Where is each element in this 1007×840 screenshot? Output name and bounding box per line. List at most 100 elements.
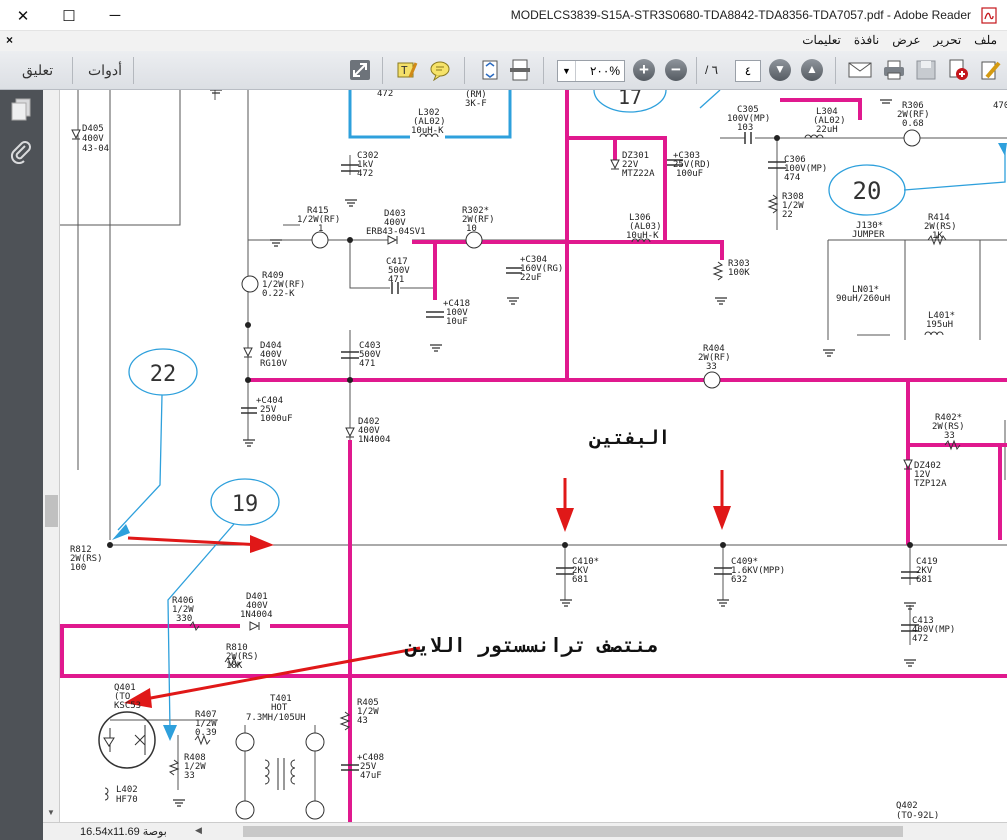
- svg-text:R303: R303: [728, 259, 750, 269]
- svg-text:100uF: 100uF: [676, 169, 703, 179]
- svg-text:400V: 400V: [384, 218, 406, 228]
- zoom-in-icon[interactable]: +: [632, 58, 656, 82]
- chevron-down-icon[interactable]: ▼: [558, 61, 576, 81]
- horizontal-scroll-thumb[interactable]: [243, 826, 903, 837]
- svg-text:D405: D405: [82, 124, 104, 134]
- print-icon[interactable]: [882, 58, 906, 82]
- svg-text:C410*: C410*: [572, 557, 599, 567]
- svg-text:10uH-K: 10uH-K: [411, 126, 444, 136]
- label-R402: R402*2W(RS)33: [932, 413, 965, 441]
- svg-text:C306: C306: [784, 155, 806, 165]
- label-LN01: LN01*90uH/260uH: [836, 285, 890, 304]
- close-document-button[interactable]: ×: [6, 33, 14, 47]
- email-icon[interactable]: [848, 58, 872, 82]
- svg-text:R415: R415: [307, 206, 329, 216]
- svg-text:+C304: +C304: [520, 255, 547, 265]
- svg-text:3K-F: 3K-F: [465, 99, 487, 109]
- attachments-icon[interactable]: [10, 140, 32, 169]
- pdf-app-icon: [981, 7, 997, 24]
- svg-text:33: 33: [184, 771, 195, 781]
- label-L302: L302(AL02)10uH-K: [411, 108, 446, 136]
- svg-text:1kV: 1kV: [357, 160, 374, 170]
- svg-text:R812: R812: [70, 545, 92, 555]
- menu-view[interactable]: عرض: [892, 33, 921, 47]
- svg-text:0.22-K: 0.22-K: [262, 289, 295, 299]
- svg-text:C403: C403: [359, 341, 381, 351]
- svg-text:(AL02): (AL02): [413, 117, 446, 127]
- svg-text:43-04: 43-04: [82, 144, 109, 154]
- svg-text:1/2W: 1/2W: [184, 762, 206, 772]
- tools-pane-button[interactable]: أدوات: [88, 62, 122, 78]
- svg-text:1N4004: 1N4004: [358, 435, 391, 445]
- previous-page-icon[interactable]: ▲: [800, 58, 824, 82]
- svg-text:632: 632: [731, 575, 747, 585]
- page-number-input[interactable]: ٤: [735, 60, 761, 82]
- zoom-value: ٢٠٠%: [589, 64, 620, 78]
- svg-text:400V: 400V: [246, 601, 268, 611]
- create-pdf-icon[interactable]: [946, 58, 970, 82]
- comment-pane-button[interactable]: تعليق: [22, 62, 54, 78]
- scroll-left-icon[interactable]: ◀: [195, 825, 202, 835]
- scroll-down-icon[interactable]: ▼: [47, 808, 55, 817]
- svg-text:DZ402: DZ402: [914, 461, 941, 471]
- svg-text:100: 100: [70, 563, 86, 573]
- label-line-transistor: منتصف ترانسستور اللاين: [405, 633, 659, 657]
- maximize-icon[interactable]: ☐: [62, 7, 76, 25]
- scroll-mode-icon[interactable]: [508, 58, 532, 82]
- menu-window[interactable]: نافذة: [853, 33, 880, 47]
- svg-text:+C408: +C408: [357, 753, 384, 763]
- svg-text:25V(RD): 25V(RD): [673, 160, 711, 170]
- label-L304: L304(AL02)22uH: [813, 107, 846, 135]
- close-icon[interactable]: ✕: [16, 7, 30, 25]
- svg-text:1.6KV(MPP): 1.6KV(MPP): [731, 566, 785, 576]
- zoom-select[interactable]: ▼ ٢٠٠%: [557, 60, 625, 82]
- next-page-icon[interactable]: ▼: [768, 58, 792, 82]
- sticky-note-icon[interactable]: [428, 58, 452, 82]
- svg-text:472: 472: [912, 634, 928, 644]
- svg-text:400V(MP): 400V(MP): [912, 625, 955, 635]
- svg-text:R405: R405: [357, 698, 379, 708]
- fullscreen-icon[interactable]: [348, 58, 372, 82]
- svg-text:2W(RS): 2W(RS): [226, 652, 259, 662]
- horizontal-scrollbar[interactable]: ◀: [193, 825, 1007, 838]
- window-title: MODELCS3839-S15A-STR3S0680-TDA8842-TDA83…: [510, 8, 971, 22]
- svg-text:100V: 100V: [446, 308, 468, 318]
- save-icon[interactable]: [914, 58, 938, 82]
- vertical-scrollbar[interactable]: ▼: [43, 90, 60, 822]
- svg-text:Q402: Q402: [896, 801, 918, 811]
- svg-text:160V(RG): 160V(RG): [520, 264, 563, 274]
- svg-text:(AL03): (AL03): [629, 222, 662, 232]
- minimize-icon[interactable]: ─: [109, 7, 121, 24]
- svg-text:R308: R308: [782, 192, 804, 202]
- fit-page-icon[interactable]: [478, 58, 502, 82]
- svg-text:Q401: Q401: [114, 683, 136, 693]
- zoom-out-icon[interactable]: −: [664, 58, 688, 82]
- svg-text:C413: C413: [912, 616, 934, 626]
- svg-text:R306: R306: [902, 101, 924, 111]
- menu-edit[interactable]: تحرير: [933, 33, 962, 47]
- label-Q402: Q402(TO-92L): [896, 801, 939, 821]
- vertical-scroll-thumb[interactable]: [45, 495, 58, 527]
- pages-panel-icon[interactable]: [10, 98, 32, 127]
- menu-help[interactable]: تعليمات: [802, 33, 841, 47]
- menu-file[interactable]: ملف: [974, 33, 997, 47]
- svg-text:1K: 1K: [932, 231, 943, 241]
- svg-text:2W(RF): 2W(RF): [698, 353, 731, 363]
- svg-text:1/2W(RF): 1/2W(RF): [262, 280, 305, 290]
- highlight-text-icon[interactable]: T: [395, 58, 419, 82]
- callout-20: 20: [853, 177, 882, 205]
- sign-icon[interactable]: [978, 58, 1002, 82]
